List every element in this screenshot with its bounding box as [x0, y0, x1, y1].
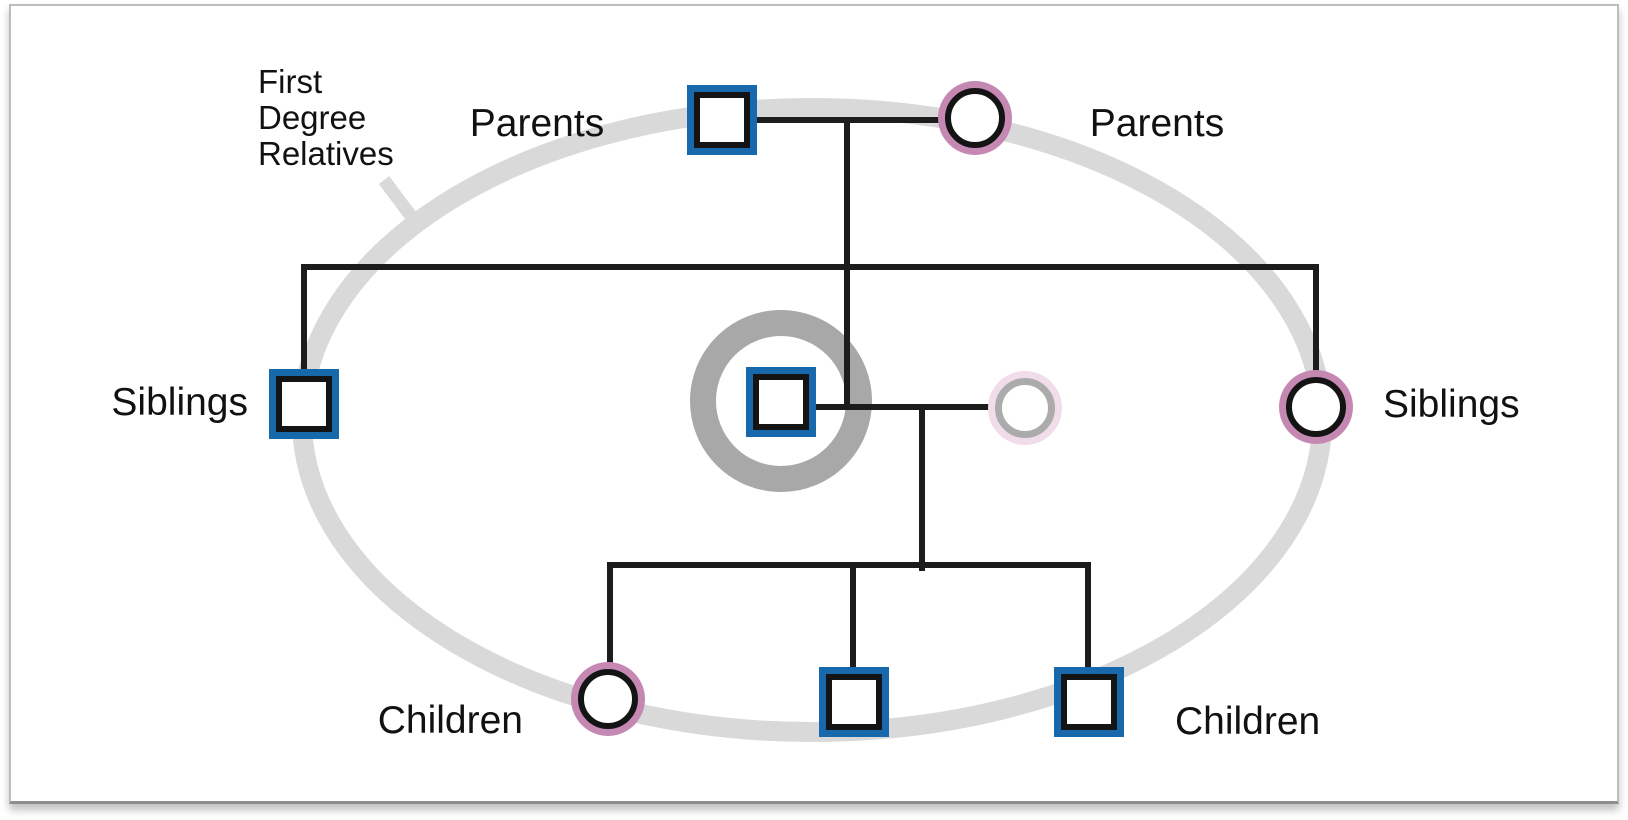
label-parents-right: Parents: [1089, 102, 1225, 145]
proband-highlight-ring: [690, 310, 872, 492]
first-degree-region-ellipse: [292, 98, 1332, 742]
proband-male-square-icon: [753, 374, 809, 430]
daughter-female-circle-icon: [578, 669, 638, 729]
label-children-left: Children: [377, 699, 523, 742]
region-label-pointer-line: [378, 176, 423, 228]
label-siblings-left: Siblings: [111, 381, 248, 424]
mother-female-circle-icon: [945, 88, 1005, 148]
label-siblings-right: Siblings: [1383, 383, 1520, 426]
son2-male-square-icon: [1061, 674, 1117, 730]
son1-male-square-icon: [826, 674, 882, 730]
father-male-square-icon: [694, 92, 750, 148]
label-children-right: Children: [1175, 700, 1321, 743]
brother-male-square-icon: [276, 376, 332, 432]
region-label-first-degree-relatives: First Degree Relatives: [258, 63, 394, 172]
label-parents-left: Parents: [469, 102, 605, 145]
sister-female-circle-icon: [1286, 377, 1346, 437]
spouse-faded-circle-icon: [995, 378, 1055, 438]
